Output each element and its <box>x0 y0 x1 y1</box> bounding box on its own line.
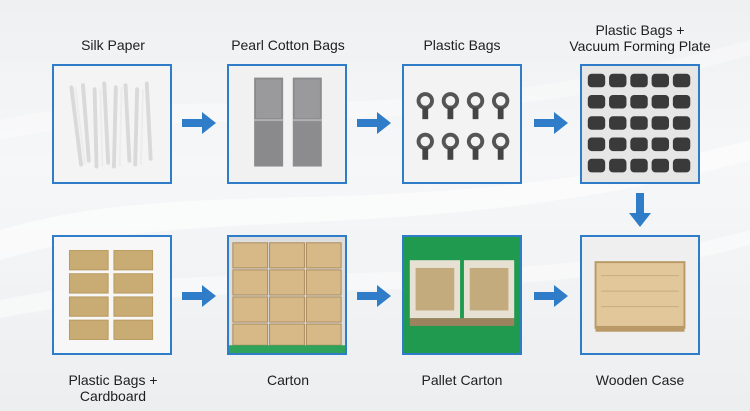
step-label-wooden-case: Wooden Case <box>595 372 685 388</box>
step-label-plastic-bags-cardboard: Plastic Bags + Cardboard <box>28 372 198 404</box>
step-label-plastic-bags-vacuum-plate: Plastic Bags + Vacuum Forming Plate <box>555 22 725 54</box>
arrow-down-icon <box>629 193 651 227</box>
step-label-carton: Carton <box>266 372 310 388</box>
step-label-pearl-cotton-bags: Pearl Cotton Bags <box>231 37 345 53</box>
photo-carton <box>227 235 347 355</box>
photo-plastic-bags <box>402 64 522 184</box>
label-line-1: Plastic Bags + <box>595 22 685 38</box>
arrow-right-icon <box>182 285 216 307</box>
photo-pearl-cotton-bags <box>227 64 347 184</box>
label-line-1: Plastic Bags + <box>68 372 158 388</box>
arrow-right-icon <box>534 112 568 134</box>
photo-cardboard <box>52 235 172 355</box>
photo-vacuum-forming-plate <box>580 64 700 184</box>
label-line-2: Cardboard <box>79 388 147 404</box>
arrow-right-icon <box>357 285 391 307</box>
step-label-plastic-bags: Plastic Bags <box>423 37 501 53</box>
photo-silk-paper <box>52 64 172 184</box>
arrow-right-icon <box>357 112 391 134</box>
label-line-2: Vacuum Forming Plate <box>569 38 711 54</box>
photo-pallet-carton <box>402 235 522 355</box>
arrow-right-icon <box>182 112 216 134</box>
step-label-silk-paper: Silk Paper <box>81 37 145 53</box>
photo-wooden-case <box>580 235 700 355</box>
step-label-pallet-carton: Pallet Carton <box>421 372 503 388</box>
arrow-right-icon <box>534 285 568 307</box>
